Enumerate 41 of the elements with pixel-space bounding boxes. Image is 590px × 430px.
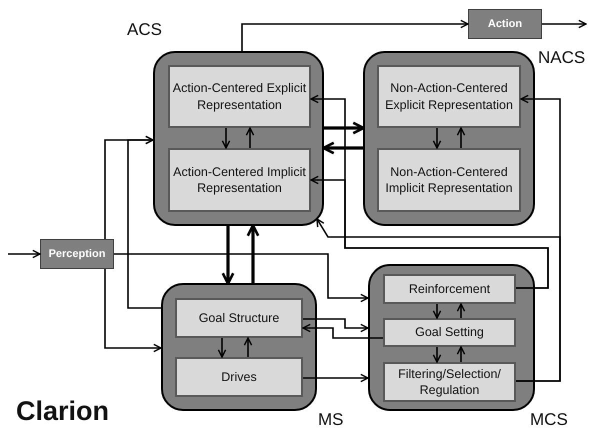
module-box: Goal Setting — [383, 318, 516, 347]
arrow — [456, 346, 466, 362]
arrow — [432, 347, 442, 363]
arrow — [456, 127, 466, 148]
arrow — [302, 324, 383, 339]
module-box: Action-Centered Explicit Representation — [168, 65, 311, 128]
arrow — [244, 337, 252, 357]
module-box: Action-Centered Implicit Representation — [168, 148, 311, 212]
process-box: Perception — [40, 239, 114, 269]
subsystem-label: ACS — [127, 20, 162, 40]
arrow — [432, 128, 442, 149]
arrow — [456, 303, 466, 318]
arrow — [542, 20, 587, 28]
subsystem-label: MS — [318, 410, 344, 430]
arrow — [516, 94, 561, 382]
arrow — [218, 338, 226, 358]
arrow — [127, 136, 161, 309]
module-box: Goal Structure — [175, 298, 303, 338]
arrow — [104, 269, 162, 352]
subsystem-label: MCS — [530, 410, 568, 430]
arrow — [303, 374, 369, 382]
arrow — [222, 128, 230, 149]
diagram-title: Clarion — [16, 396, 110, 427]
module-box: Non-Action-Centered Explicit Representation — [377, 65, 521, 128]
arrow — [246, 127, 254, 148]
arrow — [246, 224, 260, 283]
module-box: Reinforcement — [383, 274, 516, 304]
module-box: Filtering/Selection/ Regulation — [383, 362, 516, 402]
arrow — [222, 226, 234, 285]
arrow — [310, 176, 549, 289]
arrow — [303, 318, 369, 332]
arrow — [322, 142, 363, 154]
arrow — [241, 20, 469, 51]
arrow — [114, 253, 369, 302]
arrow — [8, 250, 41, 258]
arrow — [432, 304, 442, 319]
arrow — [324, 122, 365, 134]
module-box: Drives — [175, 357, 303, 397]
subsystem-label: NACS — [538, 48, 586, 68]
module-box: Non-Action-Centered Implicit Representation — [377, 148, 521, 212]
process-box: Action — [468, 9, 542, 39]
